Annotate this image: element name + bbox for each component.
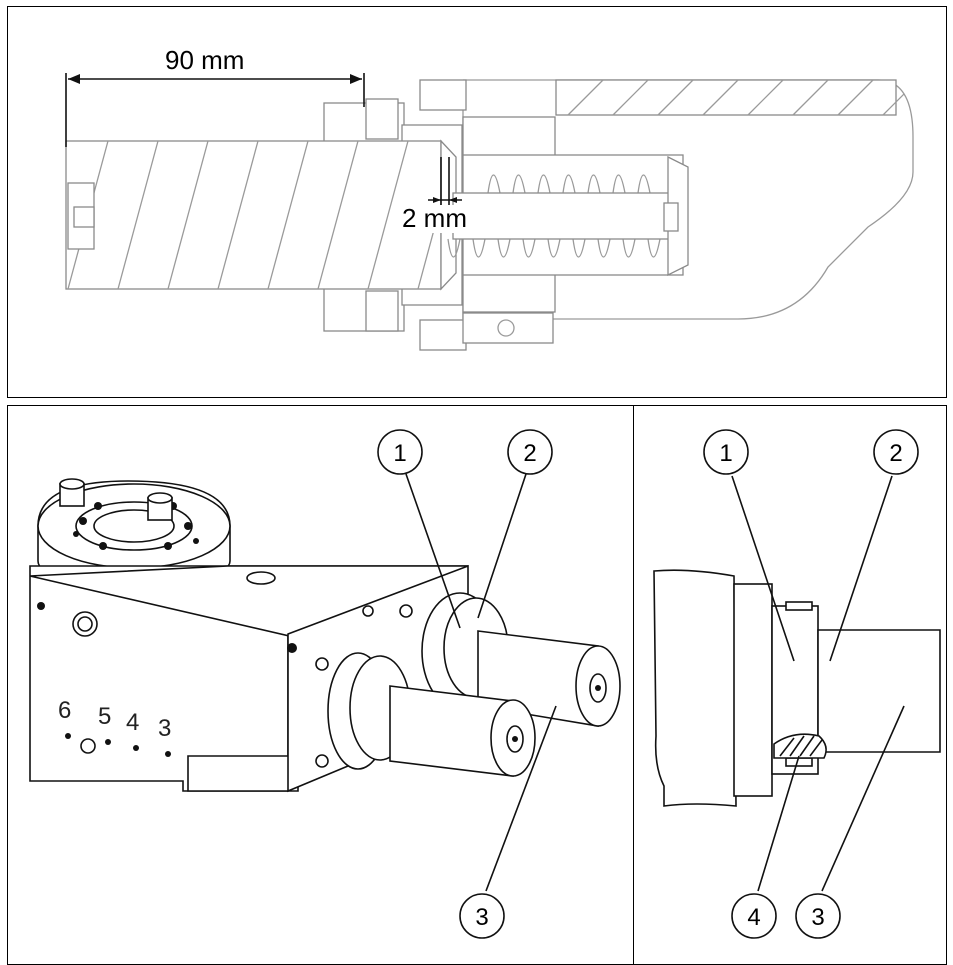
spring-coils-top	[487, 174, 651, 194]
callout-3-label: 3	[811, 904, 824, 931]
shaft	[65, 140, 442, 290]
callout-3-label: 3	[475, 904, 488, 931]
leader-1	[405, 473, 461, 629]
callout-2	[873, 429, 919, 475]
cross-section-panel: 90 mm 2 mm	[7, 6, 947, 398]
spring-coils-bottom	[447, 238, 661, 258]
callout-1-label: 1	[393, 440, 406, 467]
callout-3	[459, 893, 505, 939]
lock-nut	[462, 312, 554, 344]
callout-1-label: 1	[719, 440, 732, 467]
callout-1	[703, 429, 749, 475]
callout-4-label: 4	[747, 904, 760, 931]
pin-number-3: 3	[158, 715, 171, 742]
coupling-back	[421, 592, 621, 727]
pin-number-5: 5	[98, 703, 111, 730]
dimension-gap-label: 2 mm	[402, 203, 467, 233]
cross-section-drawing: 90 mm 2 mm	[65, 45, 914, 351]
leader-2	[477, 473, 527, 619]
callout-1	[377, 429, 423, 475]
pin-number-6: 6	[58, 697, 71, 724]
callout-2-label: 2	[889, 440, 902, 467]
detail-part-1	[733, 583, 773, 797]
callout-2-label: 2	[523, 440, 536, 467]
leader-1	[731, 475, 795, 662]
isometric-view-panel: 6 5 4 3	[7, 405, 634, 965]
callout-2	[507, 429, 553, 475]
detail-drawing: 1 2 4 3	[653, 429, 941, 939]
detail-view-panel: 1 2 4 3	[633, 405, 947, 965]
pin-number-4: 4	[126, 709, 139, 736]
leader-3	[485, 705, 557, 892]
detail-housing	[653, 569, 737, 807]
rotary-table	[37, 478, 231, 582]
leader-2	[829, 475, 893, 662]
dimension-length-label: 90 mm	[165, 45, 244, 75]
plunger-rod	[452, 192, 684, 240]
callout-4	[731, 893, 777, 939]
leader-4	[757, 755, 800, 892]
isometric-drawing: 6 5 4 3	[29, 429, 621, 939]
housing-wall	[555, 79, 897, 116]
leader-3	[821, 705, 905, 892]
detail-part-3	[817, 629, 941, 753]
callout-3	[795, 893, 841, 939]
housing-outline	[463, 79, 914, 320]
coupling-front	[327, 652, 536, 777]
